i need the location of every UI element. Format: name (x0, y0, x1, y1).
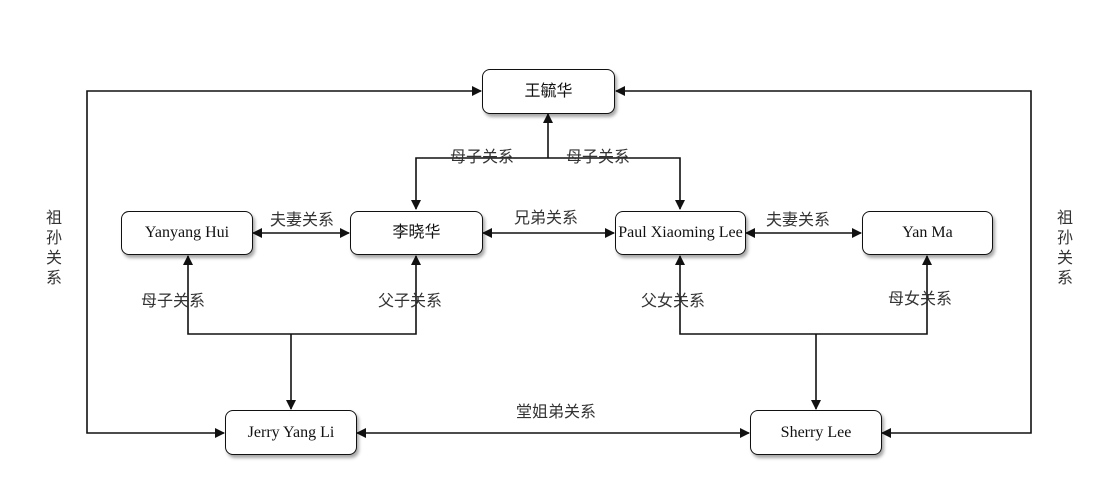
node-wang[interactable]: 王毓华 (482, 69, 615, 114)
label-grandparent-left: 祖孙关系 (45, 208, 62, 287)
edge-grand-left (86, 86, 482, 438)
node-label: 李晓华 (392, 224, 441, 241)
node-yanyang[interactable]: Yanyang Hui (121, 211, 253, 255)
node-yanma[interactable]: Yan Ma (862, 211, 993, 255)
label-mother-daughter-sherry: 母女关系 (888, 289, 953, 308)
label-father-son-jerry: 父子关系 (378, 291, 443, 310)
label-mother-son-left: 母子关系 (450, 147, 515, 166)
node-label: Yan Ma (902, 224, 953, 241)
edge-grand-right (615, 86, 1032, 438)
label-brothers: 兄弟关系 (514, 208, 579, 227)
label-mother-son-jerry: 母子关系 (141, 291, 206, 310)
node-jerry[interactable]: Jerry Yang Li (225, 410, 357, 455)
label-grandparent-right: 祖孙关系 (1056, 208, 1073, 287)
node-label: Sherry Lee (780, 423, 852, 441)
label-cousins: 堂姐弟关系 (516, 402, 597, 421)
label-spouse-left: 夫妻关系 (270, 210, 335, 229)
node-label: Paul Xiaoming Lee (618, 224, 743, 241)
node-label: Yanyang Hui (144, 224, 230, 241)
label-father-daughter-sherry: 父女关系 (641, 291, 706, 310)
label-mother-son-right: 母子关系 (566, 147, 631, 166)
node-sherry[interactable]: Sherry Lee (750, 410, 882, 455)
label-spouse-right: 夫妻关系 (766, 210, 831, 229)
node-li[interactable]: 李晓华 (350, 211, 483, 255)
node-paul[interactable]: Paul Xiaoming Lee (615, 211, 746, 255)
node-label: 王毓华 (524, 82, 573, 100)
node-label: Jerry Yang Li (247, 423, 335, 441)
